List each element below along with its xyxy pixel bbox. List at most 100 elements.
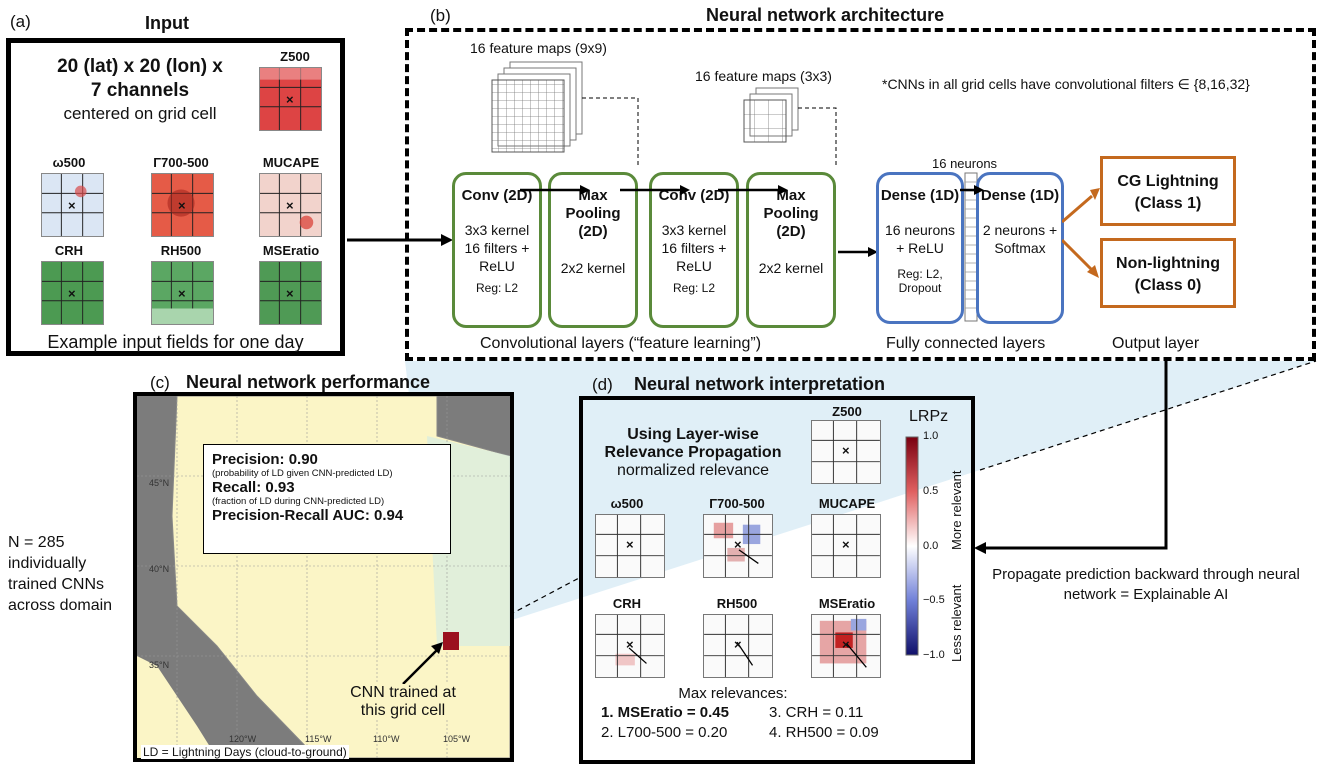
panel-d-tag: (d): [592, 375, 613, 394]
n-cnns-note: N = 285 individually trained CNNs across…: [8, 534, 113, 614]
input-panel: 20 (lat) x 20 (lon) x 7 channels centere…: [6, 38, 345, 356]
metrics-box: Precision: 0.90 (probability of LD given…: [203, 444, 451, 554]
relevance-4: 4. RH500 = 0.09: [769, 724, 879, 741]
cbar-tick-1: 1.0: [923, 430, 939, 442]
performance-panel: 45°N 40°N 35°N 120°W 115°W 110°W 105°W P…: [133, 392, 514, 762]
recall: Recall: 0.93: [212, 479, 295, 496]
map-label-mucape: MUCAPE: [262, 155, 320, 170]
panel-c-footer: LD = Lightning Days (cloud-to-ground): [141, 745, 349, 759]
architecture-panel: [405, 28, 1316, 361]
conv2-box: Conv (2D) 3x3 kernel 16 filters + ReLU R…: [649, 172, 739, 328]
map-label-omega: ω500: [52, 155, 86, 170]
lrp-map-mucape: ×: [811, 514, 881, 578]
map-rh500: ×: [151, 261, 214, 325]
conv-arrows: [520, 185, 878, 257]
interpretation-panel: Using Layer-wise Relevance Propagation n…: [579, 396, 975, 764]
panel-b-tag: (b): [430, 6, 451, 25]
map-z500: ×: [259, 67, 322, 131]
input-arrow: [347, 234, 453, 246]
map-mseratio: ×: [259, 261, 322, 325]
conv1-title: Conv (2D): [461, 187, 533, 204]
conv1-body: 3x3 kernel 16 filters + ReLU: [464, 222, 530, 274]
map-label-z500: Z500: [280, 49, 310, 64]
map-label-rh500: RH500: [160, 243, 202, 258]
panel-a-title: Input: [145, 13, 189, 33]
lrp-heading-3: normalized relevance: [616, 462, 770, 479]
map-label-crh: CRH: [54, 243, 84, 258]
lrp-label-mucape: MUCAPE: [818, 496, 876, 511]
panel-b-title: Neural network architecture: [706, 5, 945, 25]
map-crh: ×: [41, 261, 104, 325]
dense2-title: Dense (1D): [980, 187, 1060, 204]
lon-105: 105°W: [443, 734, 471, 744]
relevance-2: 2. L700-500 = 0.20: [601, 724, 728, 741]
backprop-arrow: [974, 360, 1168, 554]
dense1-reg: Reg: L2, Dropout: [897, 267, 943, 295]
lrp-heading-2: Relevance Propagation: [604, 444, 782, 461]
callout-arrow: [402, 642, 443, 685]
cnn-callout: CNN trained at this grid cell: [343, 684, 463, 720]
output-lightning: CG Lightning (Class 1): [1100, 156, 1236, 226]
less-relevant: Less relevant: [949, 584, 964, 662]
cbar-tick-05: 0.5: [923, 485, 939, 497]
max-relevances-title: Max relevances:: [678, 685, 788, 702]
lrp-label-rh500: RH500: [716, 596, 758, 611]
pool2-body: 2x2 kernel: [758, 260, 824, 276]
precision: Precision: 0.90: [212, 451, 318, 468]
pool1-title: Max Pooling (2D): [565, 187, 621, 240]
feature-maps-9x9-label: 16 feature maps (9x9): [470, 40, 607, 56]
conv1-box: Conv (2D) 3x3 kernel 16 filters + ReLU R…: [452, 172, 542, 328]
input-header: 20 (lat) x 20 (lon) x 7 channels centere…: [25, 55, 255, 125]
conv2-reg: Reg: L2: [672, 281, 716, 295]
output-lightning-label: CG Lightning (Class 1): [1117, 173, 1219, 212]
lrp-map-mseratio: ×: [811, 614, 881, 678]
map-label-mseratio: MSEratio: [262, 243, 320, 258]
lrp-map-omega: ×: [595, 514, 665, 578]
backprop-note: Propagate prediction backward through ne…: [992, 566, 1300, 603]
lon-120: 120°W: [229, 734, 257, 744]
neurons-note: 16 neurons: [932, 156, 998, 171]
panel-d-title: Neural network interpretation: [634, 374, 886, 394]
lrp-heading-1: Using Layer-wise: [627, 426, 759, 443]
input-dims: 20 (lat) x 20 (lon) x: [57, 56, 223, 77]
feature-maps-3x3: [743, 87, 837, 166]
feature-maps-9x9: [491, 61, 639, 168]
conv2-body: 3x3 kernel 16 filters + ReLU: [661, 222, 727, 274]
output-nonlightning: Non-lightning (Class 0): [1100, 238, 1236, 308]
precision-note: (probability of LD given CNN-predicted L…: [212, 468, 393, 479]
lrp-label-gamma: Γ700-500: [709, 496, 765, 511]
feature-maps-3x3-label: 16 feature maps (3x3): [695, 68, 832, 84]
lat-35: 35°N: [149, 660, 170, 670]
lrp-map-rh500: ×: [703, 614, 773, 678]
panel-a-tag: (a): [10, 12, 31, 31]
cbar-tick-0: 0.0: [923, 540, 939, 552]
dense2-box: Dense (1D) 2 neurons + Softmax: [976, 172, 1064, 324]
input-centered: centered on grid cell: [63, 104, 217, 123]
recall-note: (fraction of LD during CNN-predicted LD): [212, 496, 385, 507]
map-mucape: ×: [259, 173, 322, 237]
output-nonlightning-label: Non-lightning (Class 0): [1116, 255, 1220, 294]
conv1-reg: Reg: L2: [475, 281, 519, 295]
map-gamma: ×: [151, 173, 214, 237]
lrp-map-gamma: ×: [703, 514, 773, 578]
section-fc: Fully connected layers: [886, 335, 1046, 352]
cbar-tick-m05: −0.5: [923, 594, 945, 606]
lrp-label-crh: CRH: [612, 596, 642, 611]
map-omega500: ×: [41, 173, 104, 237]
more-relevant: More relevant: [949, 470, 964, 550]
section-output: Output layer: [1112, 335, 1200, 352]
panel-c-title: Neural network performance: [186, 372, 431, 392]
lon-110: 110°W: [373, 734, 400, 744]
pool1-box: Max Pooling (2D) 2x2 kernel: [548, 172, 638, 328]
input-footer: Example input fields for one day: [47, 332, 304, 352]
dense1-body: 16 neurons + ReLU: [884, 222, 956, 256]
lrp-map-z500: ×: [811, 420, 881, 484]
lat-40: 40°N: [149, 564, 170, 574]
section-conv: Convolutional layers (“feature learning”…: [480, 335, 762, 352]
lon-115: 115°W: [305, 734, 332, 744]
panel-c-tag: (c): [150, 373, 170, 392]
lat-45: 45°N: [149, 478, 170, 488]
dense1-box: Dense (1D) 16 neurons + ReLU Reg: L2, Dr…: [876, 172, 964, 324]
pool1-body: 2x2 kernel: [560, 260, 626, 276]
dense-arrow: [960, 185, 984, 195]
